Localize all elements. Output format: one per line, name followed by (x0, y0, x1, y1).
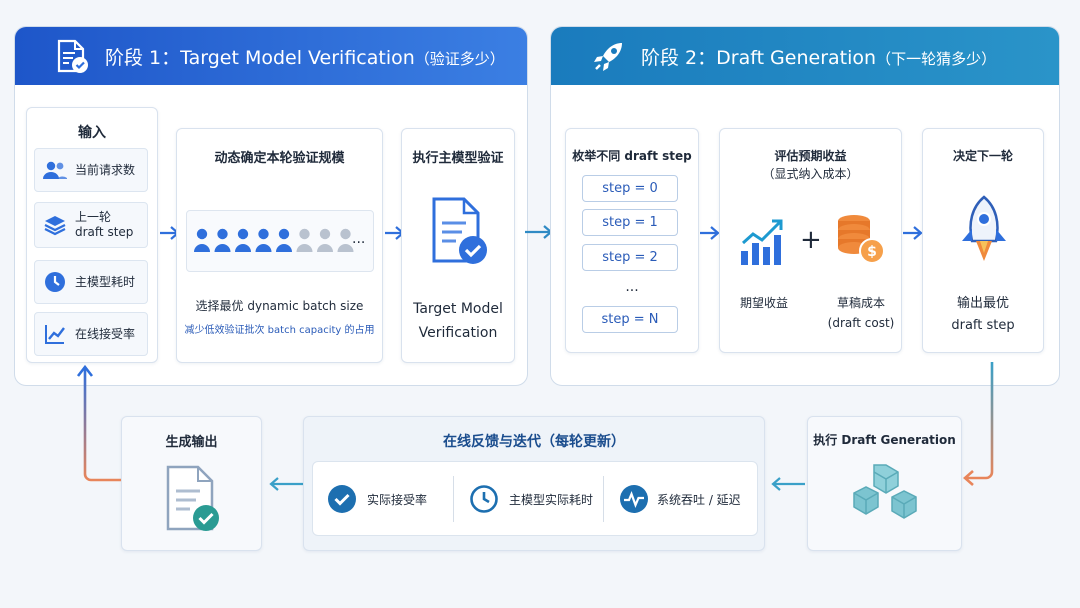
arrow-left-icon (269, 477, 303, 491)
step-option[interactable]: step = 1 (582, 209, 678, 236)
generate-output-title: 生成输出 (165, 435, 218, 450)
target-verify-title: 执行主模型验证 (412, 151, 504, 166)
batch-scale-card: 动态确定本轮验证规模 ... 选择最优 dynamic batch size 减… (176, 128, 383, 363)
eval-gain-title: 评估预期收益 (774, 149, 847, 163)
inputs-title: 输入 (78, 125, 106, 141)
step-option[interactable]: step = 0 (582, 175, 678, 202)
trend-chart-icon (41, 322, 69, 346)
cost-sub-label: (draft cost) (827, 316, 895, 330)
generate-output-card: 生成输出 (121, 416, 262, 551)
feedback-label: 主模型实际耗时 (509, 492, 594, 507)
feedback-item-accept: 实际接受率 (327, 469, 427, 529)
person-icon (194, 244, 210, 252)
batch-users-icon (194, 228, 354, 252)
input-item-requests: 当前请求数 (34, 148, 148, 192)
stage1-panel: 阶段 1：Target Model Verification（验证多少） 输入 … (14, 26, 528, 386)
step-option[interactable]: step = N (582, 306, 678, 333)
target-verify-caption: Target Model Verification (413, 301, 503, 341)
input-label: 当前请求数 (75, 162, 136, 177)
input-label: 主模型耗时 (75, 274, 136, 289)
person-icon (196, 228, 208, 240)
batch-ellipsis: ... (352, 231, 366, 247)
feedback-title: 在线反馈与迭代（每轮更新） (443, 434, 625, 450)
enum-steps-card: 枚举不同 draft step step = 0 step = 1 step =… (565, 128, 699, 353)
input-item-target-time: 主模型耗时 (34, 260, 148, 304)
plus-sign: + (800, 225, 822, 255)
divider (453, 476, 454, 522)
feedback-metrics-row: 实际接受率 主模型实际耗时 系统吞吐 / 延迟 (312, 461, 758, 536)
person-icon (296, 244, 313, 252)
person-icon (237, 228, 249, 240)
eval-gain-card: 评估预期收益 （显式纳入成本） + $ (719, 128, 902, 353)
decide-next-card: 决定下一轮 输出最优 draft step (922, 128, 1044, 353)
bar-growth-icon (739, 217, 785, 271)
person-icon (319, 228, 331, 240)
output-document-icon (162, 463, 226, 539)
stage2-panel: 阶段 2：Draft Generation（下一轮猜多少） 枚举不同 draft… (550, 26, 1060, 386)
users-icon (41, 160, 69, 180)
launch-rocket-icon (951, 193, 1017, 275)
decide-next-title: 决定下一轮 (952, 149, 1013, 163)
batch-size-text: 选择最优 dynamic batch size (195, 299, 364, 313)
feedback-panel: 在线反馈与迭代（每轮更新） 实际接受率 主模型实际耗时 系统吞吐 / 延迟 (303, 416, 765, 551)
stage1-title: 阶段 1：Target Model Verification（验证多少） (105, 46, 505, 69)
rocket-icon (591, 38, 627, 74)
decide-next-caption: 输出最优 draft step (951, 296, 1015, 333)
target-verify-card: 执行主模型验证 Target Model Verification (401, 128, 515, 363)
feedback-label: 实际接受率 (367, 492, 428, 507)
svg-text:$: $ (867, 244, 877, 260)
input-label: 上一轮 draft step (75, 210, 134, 239)
divider (603, 476, 604, 522)
input-item-accept-rate: 在线接受率 (34, 312, 148, 356)
arrow-left-icon (771, 477, 805, 491)
cubes-icon (848, 461, 924, 537)
person-icon (340, 228, 351, 240)
person-icon (317, 244, 333, 252)
arrow-right-icon (700, 226, 720, 240)
person-icon (255, 244, 272, 252)
person-icon (258, 228, 269, 240)
layers-icon (41, 213, 69, 237)
step-option[interactable]: step = 2 (582, 244, 678, 271)
input-item-prev-step: 上一轮 draft step (34, 202, 148, 248)
clock-outline-icon (470, 485, 498, 513)
loop-arrow-decide-to-exec (963, 362, 994, 486)
exec-draft-title: 执行 Draft Generation (813, 433, 956, 447)
batch-scale-title: 动态确定本轮验证规模 (214, 151, 345, 166)
document-check-icon (53, 37, 91, 75)
feedback-item-throughput: 系统吞吐 / 延迟 (619, 469, 741, 529)
person-icon (276, 244, 292, 252)
batch-people-row: ... (186, 210, 374, 272)
gain-label: 期望收益 (739, 296, 788, 310)
stage2-header: 阶段 2：Draft Generation（下一轮猜多少） (551, 27, 1059, 85)
step-ellipsis: ... (625, 279, 639, 295)
input-label: 在线接受率 (75, 326, 136, 341)
person-icon (235, 244, 251, 252)
inputs-card: 输入 当前请求数 上一轮 draft step 主模型耗时 在线接受率 (26, 107, 158, 363)
eval-gain-subtitle: （显式纳入成本） (762, 167, 859, 181)
cost-label: 草稿成本 (836, 296, 885, 310)
clock-icon (41, 270, 69, 294)
person-icon (337, 244, 354, 252)
batch-capacity-text: 减少低效验证批次 batch capacity 的占用 (184, 325, 375, 336)
coins-icon: $ (832, 211, 888, 271)
arrow-right-icon (903, 226, 923, 240)
document-verify-icon (428, 195, 492, 271)
person-icon (217, 228, 228, 240)
exec-draft-card: 执行 Draft Generation (807, 416, 962, 551)
loop-arrow-output-to-input (76, 364, 121, 482)
enum-steps-title: 枚举不同 draft step (572, 149, 692, 163)
stage2-title: 阶段 2：Draft Generation（下一轮猜多少） (641, 46, 997, 69)
check-circle-icon (328, 485, 356, 513)
person-icon (299, 228, 310, 240)
feedback-label: 系统吞吐 / 延迟 (657, 492, 741, 507)
person-icon (214, 244, 231, 252)
stage1-header: 阶段 1：Target Model Verification（验证多少） (15, 27, 527, 85)
person-icon (278, 228, 290, 240)
feedback-item-latency: 主模型实际耗时 (469, 469, 593, 529)
pulse-icon (620, 485, 648, 513)
